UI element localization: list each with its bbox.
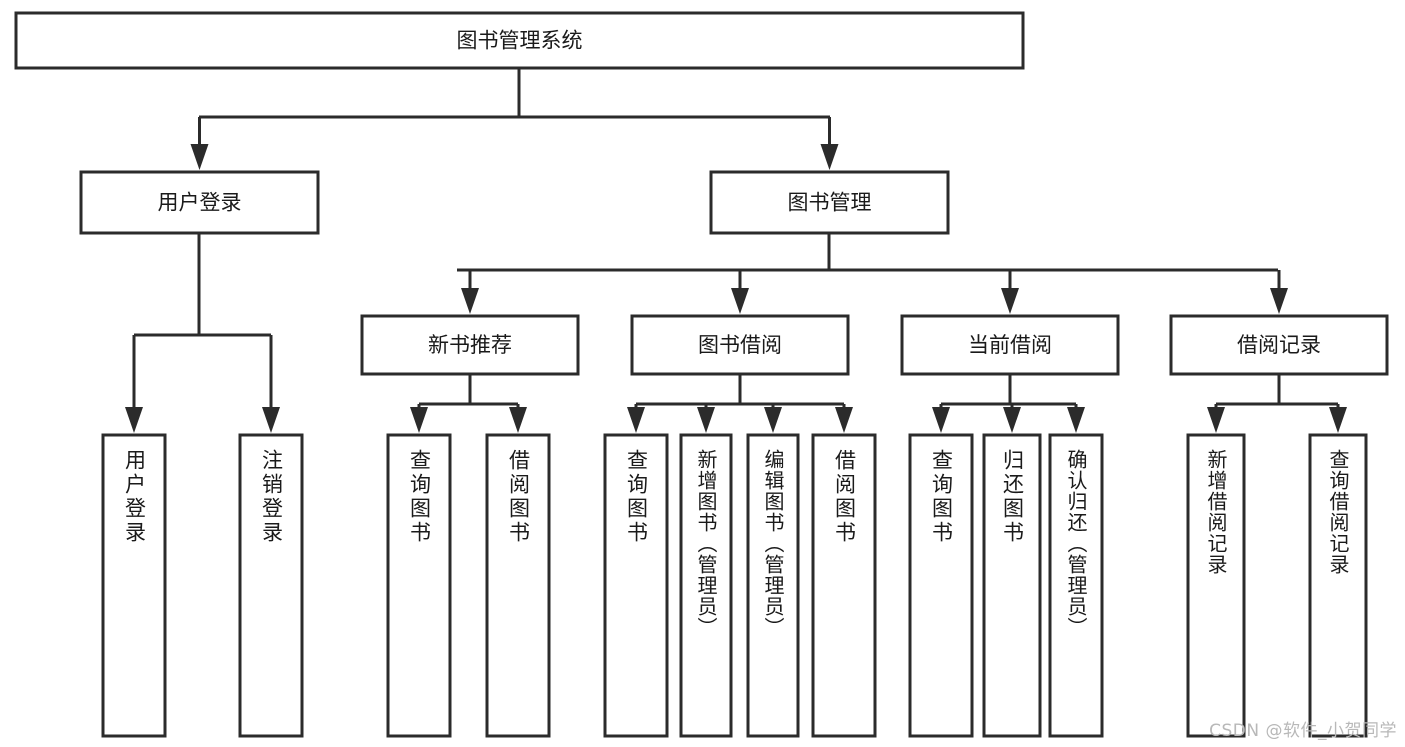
root-node-label: 图书管理系统 [457,29,583,53]
leaf-node-box-12[interactable] [1308,433,1368,738]
leaf-node-box-5[interactable] [679,433,733,738]
level2-node-1-label: 图书管理 [788,191,872,215]
login-leaf-0-arrowhead [125,407,143,433]
leaf-node-box-11[interactable] [1186,433,1246,738]
leaf-node-box-7[interactable] [811,433,877,738]
leaf-node-box-3[interactable] [485,433,551,738]
leaf-node-box-6[interactable] [746,433,800,738]
level3-node-box-2[interactable] [900,314,1120,376]
l3-0-leaf-1-arrowhead [509,407,527,433]
root-node-box[interactable] [14,11,1025,70]
leaf-node-box-0[interactable] [101,433,167,738]
l3-1-leaf-3-arrowhead [835,407,853,433]
login-leaf-1-arrowhead [262,407,280,433]
watermark-text: CSDN @软件_小贺同学 [1209,721,1397,741]
boxes-layer [14,11,1389,738]
leaf-node-box-4[interactable] [603,433,669,738]
books-to-l3-3-arrowhead [1270,288,1288,314]
connectors-layer [125,68,1347,433]
l3-3-leaf-1-arrowhead [1329,407,1347,433]
l3-1-leaf-2-arrowhead [764,407,782,433]
l3-2-leaf-1-arrowhead [1003,407,1021,433]
l3-2-leaf-2-arrowhead [1067,407,1085,433]
level3-node-box-0[interactable] [360,314,580,376]
level2-node-box-0[interactable] [79,170,320,235]
books-to-l3-2-arrowhead [1001,288,1019,314]
l3-0-leaf-0-arrowhead [410,407,428,433]
root-to-l2-1-arrowhead [820,144,839,170]
level3-node-1-label: 图书借阅 [698,333,782,357]
level3-node-box-1[interactable] [630,314,850,376]
l3-3-leaf-0-arrowhead [1207,407,1225,433]
l3-1-leaf-1-arrowhead [697,407,715,433]
leaf-node-box-1[interactable] [238,433,304,738]
root-to-l2-0-arrowhead [190,144,209,170]
level3-node-0-label: 新书推荐 [428,333,512,357]
l3-1-leaf-0-arrowhead [627,407,645,433]
level3-node-3-label: 借阅记录 [1237,333,1321,357]
level3-node-2-label: 当前借阅 [968,333,1052,357]
leaf-node-box-8[interactable] [908,433,974,738]
leaf-node-box-2[interactable] [386,433,452,738]
level2-node-box-1[interactable] [709,170,950,235]
leaf-node-box-9[interactable] [982,433,1042,738]
level2-node-0-label: 用户登录 [158,191,242,215]
books-to-l3-0-arrowhead [461,288,479,314]
l3-2-leaf-0-arrowhead [932,407,950,433]
level3-node-box-3[interactable] [1169,314,1389,376]
leaf-node-box-10[interactable] [1048,433,1104,738]
books-to-l3-1-arrowhead [731,288,749,314]
